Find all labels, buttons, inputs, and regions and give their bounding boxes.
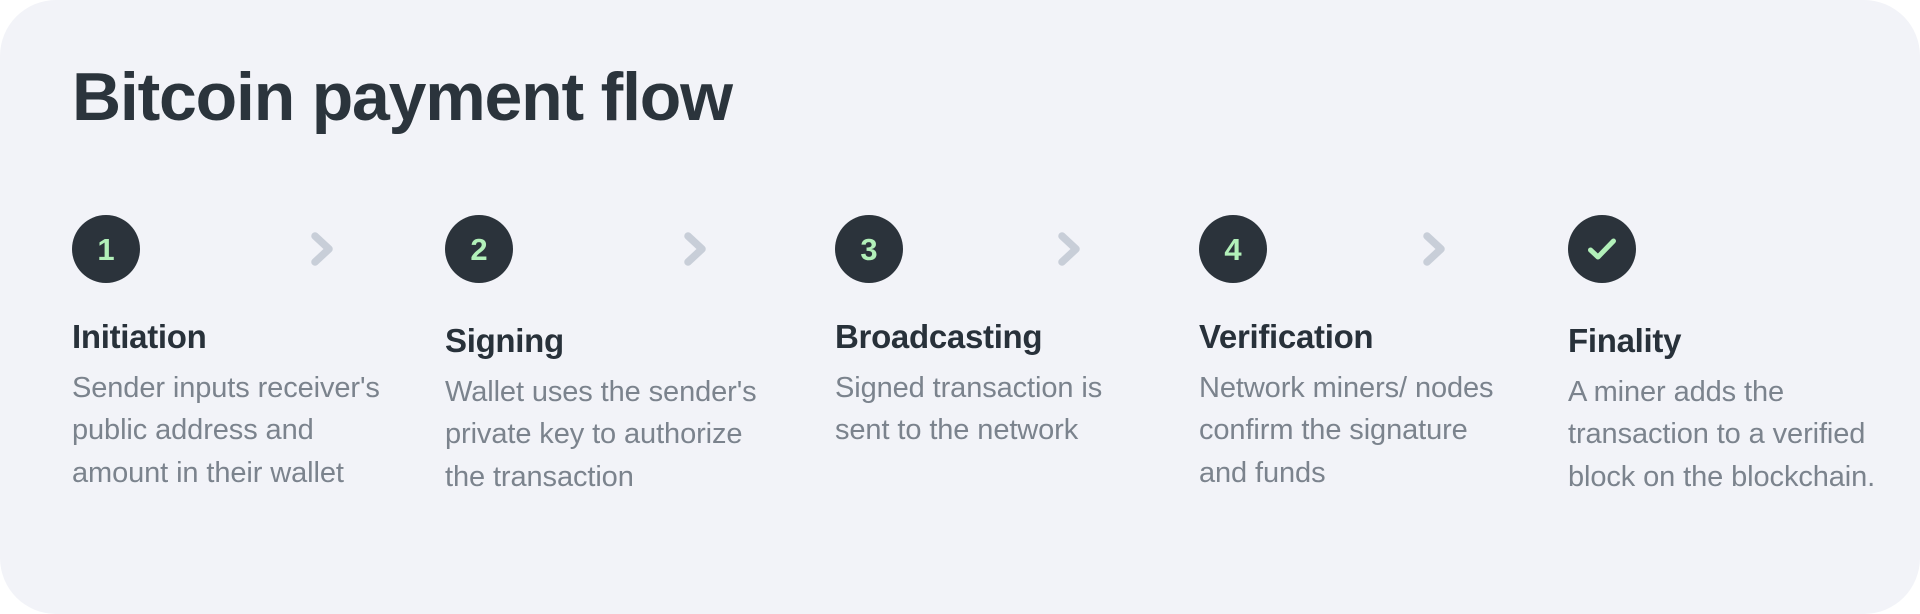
step-title-4: Verification	[1199, 318, 1374, 355]
flow-step-5[interactable]: Finality A miner adds the transaction to…	[1568, 215, 1898, 493]
step-description-4: Network miners/ nodes confirm the signat…	[1199, 372, 1494, 489]
step-title-1: Initiation	[72, 318, 207, 355]
step-badge-number-4: 4	[1224, 231, 1242, 267]
step-badge-3: 3	[835, 215, 903, 283]
step-badge-4: 4	[1199, 215, 1267, 283]
step-description-1: Sender inputs receiver's public address …	[72, 372, 380, 489]
flow-step-1[interactable]: 1 Initiation Sender inputs receiver's pu…	[72, 215, 402, 489]
chevron-right-icon	[300, 227, 344, 271]
chevron-right-icon	[1412, 227, 1456, 271]
step-title-5: Finality	[1568, 322, 1682, 359]
step-badge-5	[1568, 215, 1636, 283]
step-title-3: Broadcasting	[835, 318, 1043, 355]
flow-step-4[interactable]: 4 Verification Network miners/ nodes con…	[1199, 215, 1529, 489]
step-badge-2: 2	[445, 215, 513, 283]
step-description-3: Signed transaction is sent to the networ…	[835, 372, 1103, 447]
flow-step-3[interactable]: 3 Broadcasting Signed transaction is sen…	[835, 215, 1165, 446]
check-icon	[1584, 231, 1620, 267]
chevron-right-icon	[673, 227, 717, 271]
step-badge-number-3: 3	[860, 231, 878, 267]
step-badge-number-2: 2	[470, 231, 488, 267]
chevron-right-icon	[1047, 227, 1091, 271]
page-title: Bitcoin payment flow	[72, 59, 733, 135]
step-description-2: Wallet uses the sender's private key to …	[445, 376, 757, 493]
step-title-2: Signing	[445, 322, 564, 359]
step-badge-number-1: 1	[97, 231, 115, 267]
step-badge-1: 1	[72, 215, 140, 283]
flow-step-2[interactable]: 2 Signing Wallet uses the sender's priva…	[445, 215, 775, 493]
step-description-5: A miner adds the transaction to a verifi…	[1568, 376, 1876, 493]
step-flow: 1 Initiation Sender inputs receiver's pu…	[72, 215, 1875, 585]
